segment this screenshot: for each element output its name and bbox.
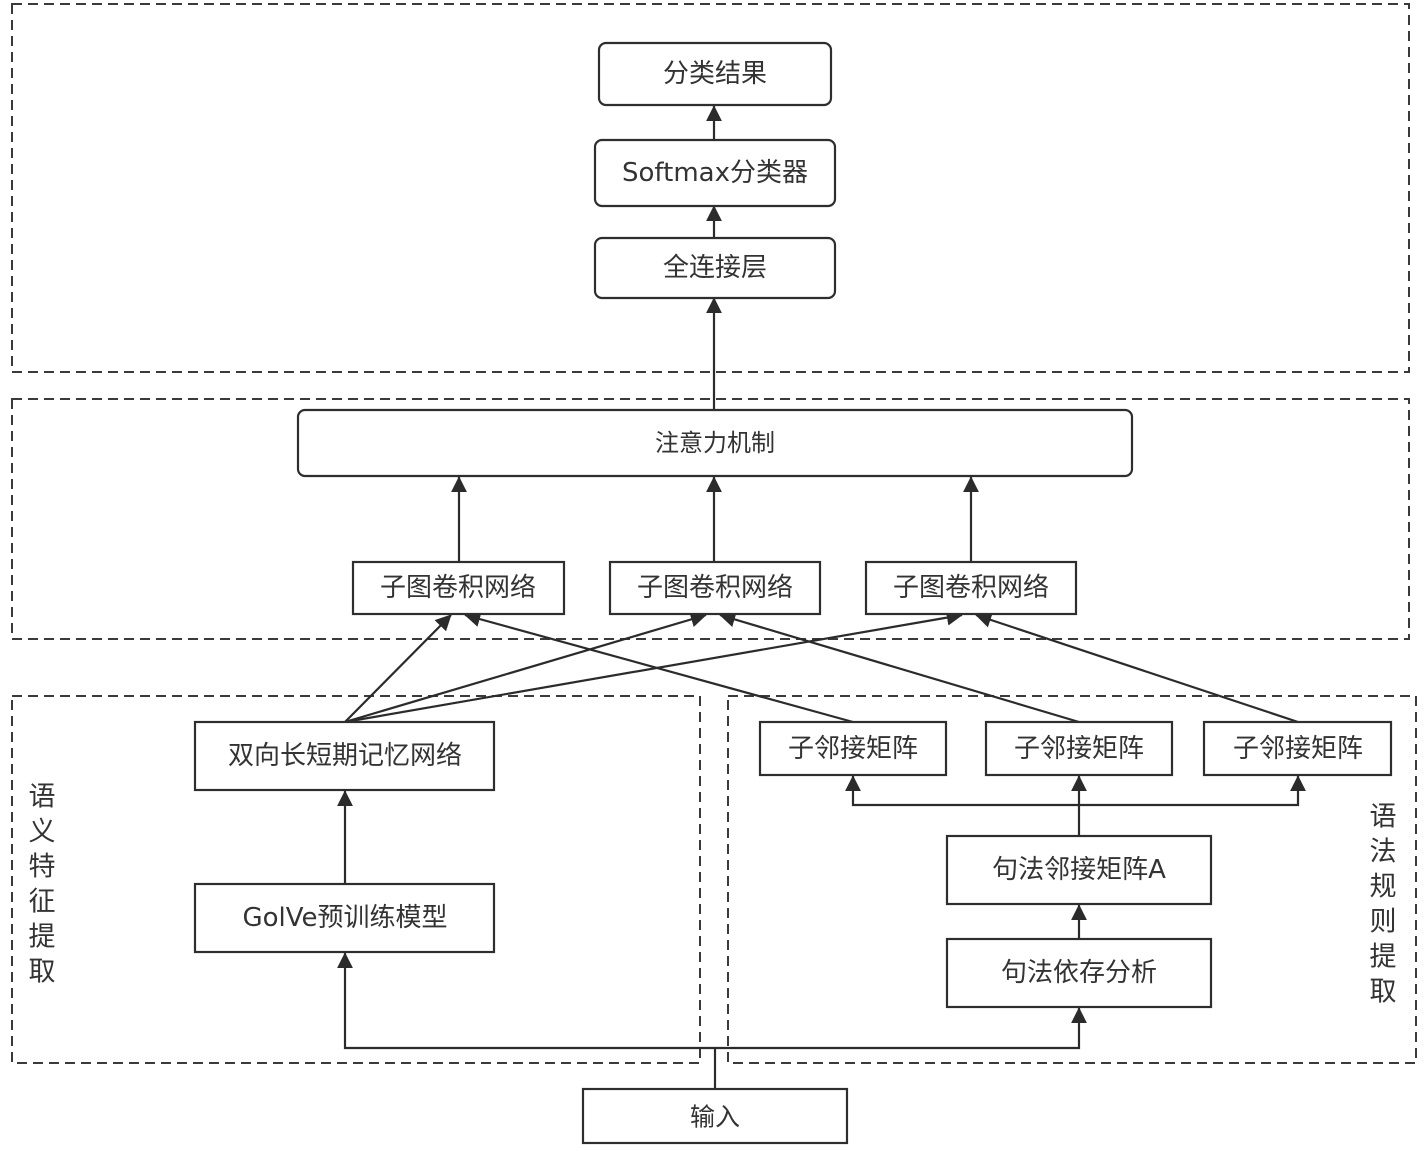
syntax-vlabel-char: 规 [1370, 872, 1397, 903]
edge-input-dep-parse [715, 1007, 1087, 1050]
node-dep-parse: 句法依存分析 [945, 937, 1213, 1009]
node-subadj-3: 子邻接矩阵 [1202, 720, 1393, 777]
edge-bilstm-gcn3 [344, 609, 963, 724]
syntax-vlabel-char: 语 [1370, 802, 1397, 833]
edge-input-glove [337, 952, 715, 1050]
edge-syntaxadj-subadj1 [845, 775, 1079, 807]
node-gcn-1: 子图卷积网络 [351, 560, 566, 616]
node-subadj-2: 子邻接矩阵 [984, 720, 1174, 777]
syntax-vlabel-char: 取 [1370, 977, 1397, 1008]
edge-subadj2-gcn2 [719, 611, 1080, 724]
node-glove: GolVe预训练模型 [193, 882, 496, 954]
node-subadj-1-label: 子邻接矩阵 [788, 734, 918, 764]
syntax-rule-region [727, 695, 1417, 1064]
syntax-vlabel-char: 则 [1370, 907, 1397, 938]
node-glove-label: GolVe预训练模型 [242, 903, 447, 933]
semantic-vlabel-char: 特 [29, 852, 56, 883]
node-softmax: Softmax分类器 [593, 138, 837, 208]
node-subadj-1: 子邻接矩阵 [758, 720, 948, 777]
edge-subadj3-gcn3 [975, 612, 1299, 724]
node-gcn-2: 子图卷积网络 [608, 560, 822, 616]
edge-syntaxadj-subadj3 [1079, 775, 1306, 807]
node-subadj-2-label: 子邻接矩阵 [1014, 734, 1144, 764]
syntax-vlabel-char: 法 [1370, 837, 1397, 868]
node-bilstm-label: 双向长短期记忆网络 [228, 741, 462, 771]
semantic-vlabel-char: 语 [29, 782, 56, 813]
node-softmax-label: Softmax分类器 [622, 158, 808, 188]
node-syntax-adj-label: 句法邻接矩阵A [992, 855, 1166, 885]
semantic-vlabel-char: 征 [29, 887, 56, 918]
node-input-label: 输入 [690, 1103, 740, 1132]
semantic-vlabel-char: 取 [29, 957, 56, 988]
syntax-vlabel-char: 提 [1370, 942, 1397, 973]
edge-bilstm-gcn2 [344, 611, 707, 724]
classification-region [11, 3, 1410, 373]
node-dep-parse-label: 句法依存分析 [1001, 958, 1157, 988]
node-result: 分类结果 [597, 41, 833, 107]
node-attention: 注意力机制 [296, 408, 1134, 478]
edge-bilstm-gcn1 [344, 614, 452, 723]
node-fc: 全连接层 [593, 236, 837, 300]
node-attention-label: 注意力机制 [655, 429, 775, 457]
attention-region [11, 398, 1410, 640]
semantic-vlabel-char: 提 [29, 922, 56, 953]
edges [337, 105, 1306, 1088]
edge-subadj1-gcn1 [464, 611, 854, 724]
node-bilstm: 双向长短期记忆网络 [193, 720, 496, 792]
node-gcn-3-label: 子图卷积网络 [893, 573, 1049, 603]
node-gcn-3: 子图卷积网络 [864, 560, 1078, 616]
node-subadj-3-label: 子邻接矩阵 [1233, 734, 1363, 764]
node-gcn-2-label: 子图卷积网络 [637, 573, 793, 603]
node-gcn-1-label: 子图卷积网络 [380, 573, 536, 603]
node-result-label: 分类结果 [663, 59, 767, 89]
node-syntax-adj: 句法邻接矩阵A [945, 834, 1213, 906]
semantic-vlabel-char: 义 [29, 817, 56, 848]
semantic-feature-region [11, 695, 701, 1064]
node-input: 输入 [581, 1087, 849, 1145]
node-fc-label: 全连接层 [663, 253, 767, 283]
